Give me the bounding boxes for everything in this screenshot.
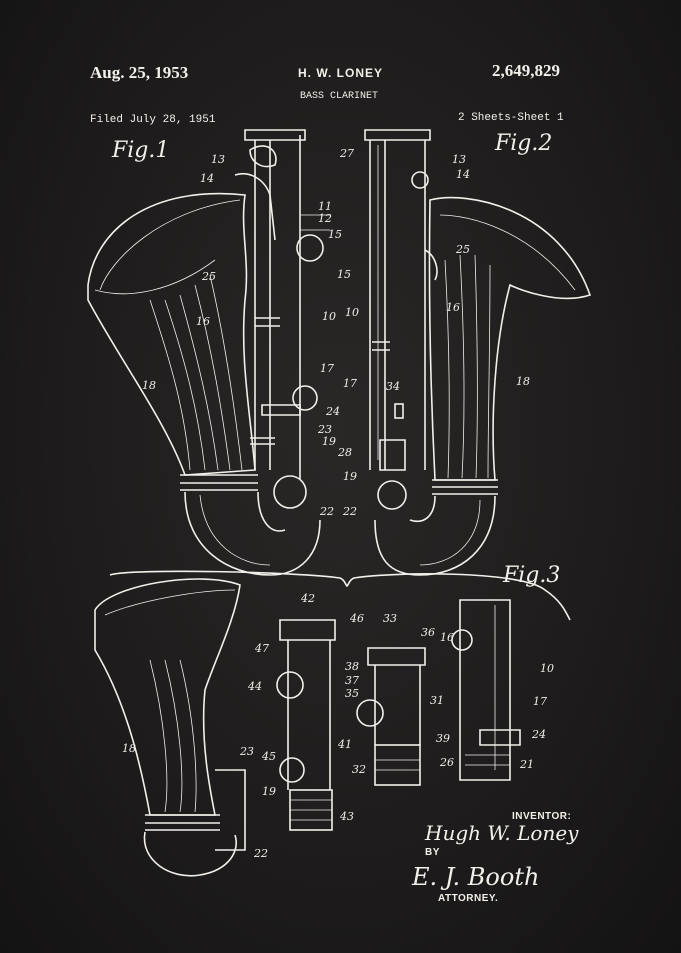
ref-label: 24 bbox=[325, 405, 340, 418]
ref-label: 17 bbox=[533, 695, 547, 708]
attorney-signature: E. J. Booth bbox=[411, 863, 539, 891]
ref-label: 16 bbox=[446, 301, 460, 314]
inventor-name: H. W. LONEY bbox=[298, 66, 384, 80]
ref-label: 19 bbox=[322, 435, 336, 448]
attorney-heading: ATTORNEY. bbox=[438, 893, 498, 904]
ref-label: 19 bbox=[343, 470, 357, 483]
ref-label: 13 bbox=[211, 153, 225, 166]
figure-brace bbox=[109, 570, 571, 621]
by-label: BY bbox=[425, 847, 440, 858]
patent-date: Aug. 25, 1953 bbox=[90, 63, 189, 82]
ref-label: 32 bbox=[352, 763, 366, 776]
ref-label: 19 bbox=[262, 785, 276, 798]
figure-3-drawing bbox=[94, 578, 521, 877]
ref-label: 15 bbox=[328, 228, 342, 241]
ref-label: 43 bbox=[339, 810, 354, 823]
patent-title: BASS CLARINET bbox=[300, 91, 379, 102]
ref-label: 11 bbox=[318, 200, 332, 213]
ref-label: 37 bbox=[345, 674, 359, 687]
ref-label: 25 bbox=[201, 270, 216, 283]
ref-label: 42 bbox=[300, 592, 315, 605]
inventor-signature: Hugh W. Loney bbox=[424, 821, 579, 845]
ref-label: 17 bbox=[343, 377, 357, 390]
inventor-heading: INVENTOR: bbox=[512, 811, 571, 822]
ref-label: 14 bbox=[200, 172, 214, 185]
patent-number: 2,649,829 bbox=[492, 61, 560, 80]
ref-label: 27 bbox=[339, 147, 354, 160]
ref-label: 34 bbox=[386, 380, 400, 393]
figure-3-title: Fig.3 bbox=[502, 563, 560, 588]
filed-date: Filed July 28, 1951 bbox=[90, 114, 216, 126]
ref-label: 10 bbox=[540, 662, 554, 675]
ref-label: 24 bbox=[531, 728, 546, 741]
ref-label: 23 bbox=[239, 745, 254, 758]
ref-label: 46 bbox=[349, 612, 364, 625]
ref-label: 21 bbox=[519, 758, 534, 771]
ref-label: 45 bbox=[261, 750, 276, 763]
ref-label: 16 bbox=[440, 631, 454, 644]
ref-label: 22 bbox=[253, 847, 268, 860]
ref-label: 14 bbox=[456, 168, 470, 181]
ref-label: 38 bbox=[345, 660, 359, 673]
ref-label: 23 bbox=[317, 423, 332, 436]
sheet-count: 2 Sheets-Sheet 1 bbox=[458, 112, 564, 124]
ref-label: 22 bbox=[319, 505, 334, 518]
ref-label: 36 bbox=[421, 626, 435, 639]
ref-label: 15 bbox=[337, 268, 351, 281]
ref-label: 22 bbox=[342, 505, 357, 518]
ref-label: 35 bbox=[345, 687, 359, 700]
figure-1-drawing bbox=[87, 129, 330, 576]
ref-label: 10 bbox=[322, 310, 336, 323]
ref-label: 18 bbox=[142, 379, 156, 392]
ref-label: 33 bbox=[383, 612, 397, 625]
ref-label: 44 bbox=[247, 680, 262, 693]
ref-label: 26 bbox=[439, 756, 454, 769]
ref-label: 18 bbox=[122, 742, 136, 755]
ref-label: 10 bbox=[345, 306, 359, 319]
ref-label: 17 bbox=[320, 362, 334, 375]
figure-2-drawing bbox=[364, 129, 592, 576]
ref-label: 28 bbox=[337, 446, 352, 459]
ref-label: 16 bbox=[196, 315, 210, 328]
ref-label: 41 bbox=[337, 738, 352, 751]
ref-label: 25 bbox=[455, 243, 470, 256]
ref-label: 39 bbox=[436, 732, 450, 745]
ref-label: 13 bbox=[452, 153, 466, 166]
ref-label: 47 bbox=[254, 642, 269, 655]
ref-label: 12 bbox=[318, 212, 332, 225]
figure-1-title: Fig.1 bbox=[111, 138, 169, 163]
ref-label: 18 bbox=[516, 375, 530, 388]
ref-label: 31 bbox=[430, 694, 444, 707]
figure-2-title: Fig.2 bbox=[494, 131, 552, 156]
